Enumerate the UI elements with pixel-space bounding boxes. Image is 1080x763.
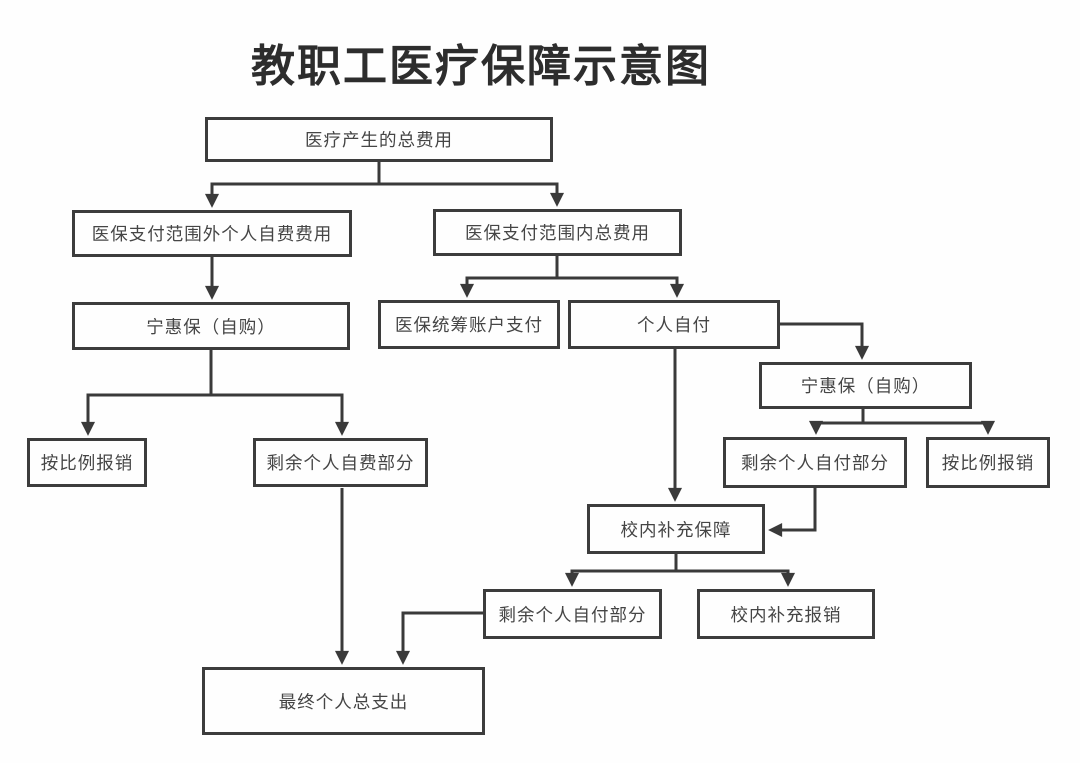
edge-remaining-right-to-campus-guarantee: [768, 488, 817, 538]
edge-ninghuibao-left-to-proportional: [80, 350, 213, 436]
node-label: 剩余个人自付部分: [498, 604, 647, 625]
node-pooled-account-pay: 医保统筹账户支付: [378, 300, 560, 349]
node-remaining-self-funded: 剩余个人自费部分: [253, 438, 428, 487]
node-remaining-personal-right: 剩余个人自付部分: [723, 437, 907, 488]
node-out-of-scope-self-paid: 医保支付范围外个人自费费用: [72, 210, 352, 257]
node-label: 按比例报销: [941, 453, 1035, 473]
node-campus-supplement-reimburse: 校内补充报销: [697, 589, 875, 639]
edge-inscope-to-personalpay: [557, 276, 685, 298]
node-label: 按比例报销: [40, 453, 134, 473]
node-label: 个人自付: [637, 315, 711, 335]
edge-total-to-inscope: [379, 182, 565, 207]
node-label: 医保支付范围外个人自费费用: [91, 224, 333, 244]
edge-personalpay-to-ninghuibao-right: [780, 322, 870, 360]
node-campus-supplement-guarantee: 校内补充保障: [587, 504, 765, 554]
edge-ninghuibao-right-to-remaining: [808, 409, 865, 435]
node-ninghuibao-right: 宁惠保（自购）: [759, 362, 972, 409]
edge-remaining-bottom-to-final: [395, 611, 483, 665]
node-label: 最终个人总支出: [278, 691, 409, 712]
node-label: 宁惠保（自购）: [800, 376, 931, 396]
edge-ninghuibao-right-to-proportional: [863, 420, 996, 435]
node-total-medical-cost: 医疗产生的总费用: [205, 117, 553, 162]
node-label: 医保支付范围内总费用: [465, 223, 650, 243]
edge-campus-to-campus-reimburse: [676, 569, 796, 587]
node-label: 宁惠保（自购）: [146, 316, 276, 337]
node-ninghuibao-left: 宁惠保（自购）: [72, 302, 350, 350]
edge-ninghuibao-left-to-remaining-selffunded: [211, 393, 350, 436]
node-label: 校内补充保障: [620, 519, 732, 540]
node-label: 剩余个人自付部分: [741, 453, 889, 473]
node-in-scope-total: 医保支付范围内总费用: [433, 209, 682, 256]
node-personal-pay: 个人自付: [568, 300, 780, 349]
node-label: 剩余个人自费部分: [266, 453, 415, 473]
edge-inscope-to-pooled: [459, 256, 559, 298]
node-label: 医疗产生的总费用: [305, 130, 453, 150]
diagram-title: 教职工医疗保障示意图: [251, 42, 711, 91]
node-label: 校内补充报销: [730, 604, 842, 625]
node-label: 医保统筹账户支付: [395, 315, 543, 335]
edge-total-to-outscope: [204, 162, 381, 208]
node-final-total-spending: 最终个人总支出: [202, 667, 485, 735]
node-proportional-reimburse-left: 按比例报销: [27, 438, 147, 487]
node-proportional-reimburse-right: 按比例报销: [926, 437, 1050, 488]
node-remaining-personal-bottom: 剩余个人自付部分: [483, 589, 662, 639]
edge-campus-to-remaining-bottom: [564, 554, 678, 587]
